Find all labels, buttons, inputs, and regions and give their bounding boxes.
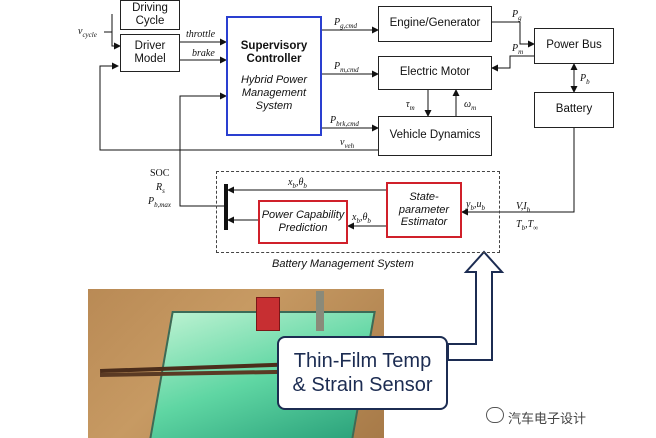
power-bus-block: Power Bus (534, 28, 614, 64)
label-vib: V,Ib (516, 201, 531, 214)
battery-block: Battery (534, 92, 614, 128)
label-soc: SOC (150, 168, 170, 179)
supervisory-title: Supervisory Controller (240, 39, 308, 66)
sensor-callout: Thin-Film Temp & Strain Sensor (277, 336, 448, 410)
wire-vveh (99, 62, 378, 151)
wechat-icon (486, 407, 504, 423)
label-pg: Pg (512, 9, 522, 22)
cell-tab-metal (316, 291, 324, 331)
wire-pm (491, 55, 534, 72)
battery-label: Battery (555, 103, 593, 116)
label-brake: brake (192, 48, 215, 59)
supervisory-controller-block: Supervisory Controller Hybrid Power Mana… (226, 16, 322, 136)
electric-motor-block: Electric Motor (378, 56, 492, 90)
wire-pg (492, 21, 535, 48)
label-pbmax: Pb,max (148, 196, 172, 209)
label-throttle: throttle (186, 29, 216, 40)
supervisory-subtitle: Hybrid Power Management System (240, 74, 308, 112)
watermark-text: 汽车电子设计 (508, 411, 587, 426)
driving-cycle-label: Driving Cycle (132, 1, 168, 27)
label-pbrkcmd: Pbrk,cmd (330, 115, 359, 128)
driver-model-label: Driver Model (134, 39, 166, 65)
label-pmcmd: Pm,cmd (334, 61, 359, 74)
label-omega: ωm (464, 99, 477, 112)
engine-generator-label: Engine/Generator (389, 17, 481, 30)
label-tau: τm (406, 99, 415, 112)
power-capability-block: Power Capability Prediction (258, 200, 348, 244)
label-rs: Rs (156, 182, 165, 195)
label-vcycle: vcycle (78, 26, 97, 39)
bms-frame (216, 171, 500, 253)
sensor-callout-line2: & Strain Sensor (292, 374, 433, 396)
label-tb-tinf: Tb,T∞ (516, 219, 539, 232)
bms-title: Battery Management System (272, 258, 414, 270)
cell-tab-red (256, 297, 280, 331)
power-capability-label: Power Capability Prediction (261, 209, 345, 234)
engine-generator-block: Engine/Generator (378, 6, 492, 42)
state-estimator-block: State-parameter Estimator (386, 182, 462, 238)
label-pb: Pb (580, 73, 590, 86)
label-pm: Pm (512, 43, 524, 56)
vehicle-dynamics-block: Vehicle Dynamics (378, 116, 492, 156)
label-pgcmd: Pg,cmd (334, 17, 358, 30)
label-vveh: vveh (340, 137, 355, 150)
vehicle-dynamics-label: Vehicle Dynamics (389, 129, 481, 142)
mux-bar (224, 184, 228, 230)
label-xtheta-top: xb,θb (288, 177, 307, 190)
power-bus-label: Power Bus (546, 39, 602, 52)
label-xtheta-bot: xb,θb (352, 212, 371, 225)
label-yb-ub: yb,ub (466, 199, 485, 212)
driving-cycle-block: Driving Cycle (120, 0, 180, 30)
sensor-callout-line1: Thin-Film Temp (293, 350, 432, 372)
wire-soc (179, 92, 227, 207)
state-estimator-label: State-parameter Estimator (398, 191, 450, 229)
callout-arrow (447, 250, 505, 361)
electric-motor-label: Electric Motor (399, 66, 471, 79)
driver-model-block: Driver Model (120, 34, 180, 72)
wire-vcycle (104, 31, 121, 50)
